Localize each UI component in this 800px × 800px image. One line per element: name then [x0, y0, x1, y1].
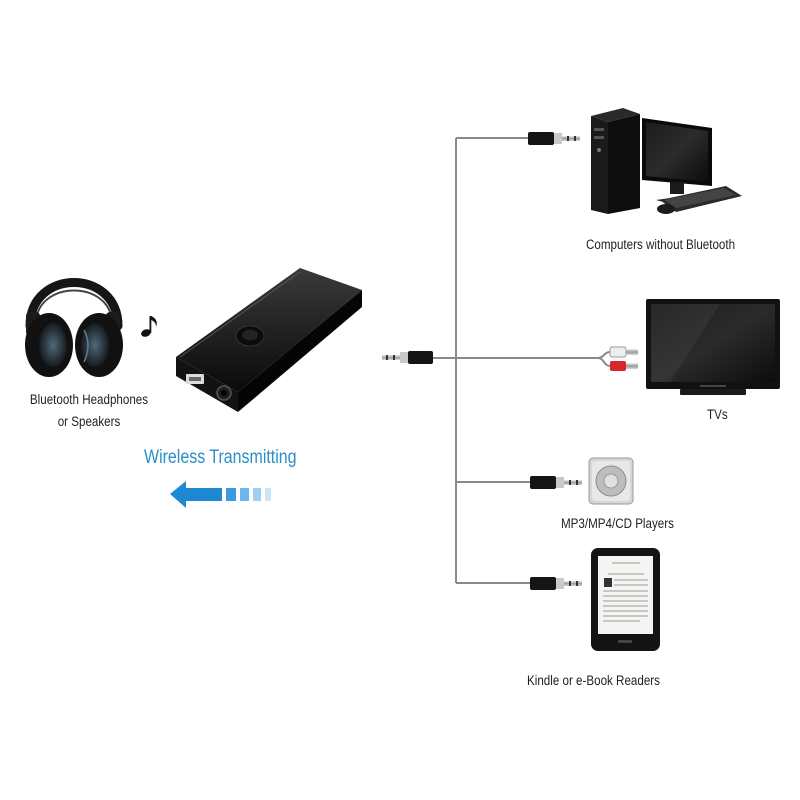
rca-plug-icon — [597, 346, 638, 371]
audio-jack-plug-icon — [530, 476, 582, 489]
music-note-icon — [141, 316, 157, 337]
headphones-label: Bluetooth Headphones or Speakers — [25, 389, 154, 433]
kindle-label: Kindle or e-Book Readers — [527, 673, 660, 688]
tv-icon — [646, 299, 780, 395]
audio-jack-plug-icon — [530, 577, 582, 590]
cable-network — [433, 137, 598, 584]
headphones-icon — [25, 278, 123, 377]
mp3-player-icon — [588, 457, 634, 505]
wireless-transmitting-label: Wireless Transmitting — [144, 447, 297, 468]
desktop-computer-icon — [591, 108, 742, 214]
audio-jack-plug-icon — [382, 351, 433, 364]
mp3-players-label: MP3/MP4/CD Players — [561, 516, 674, 531]
bluetooth-transmitter-icon — [176, 268, 362, 412]
headphones-label-line2: or Speakers — [57, 414, 121, 429]
audio-jack-plug-icon — [528, 132, 580, 145]
arrow-left-icon — [170, 481, 271, 508]
ebook-reader-icon — [591, 548, 660, 651]
tvs-label: TVs — [707, 407, 728, 422]
headphones-label-line1: Bluetooth Headphones — [29, 392, 149, 407]
computers-label: Computers without Bluetooth — [586, 237, 736, 252]
